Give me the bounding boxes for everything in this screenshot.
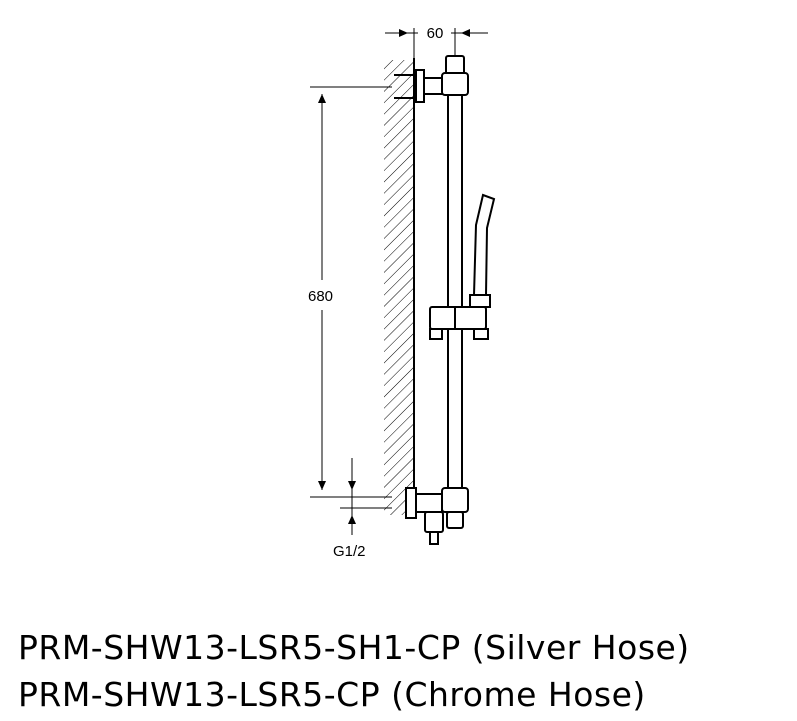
wall [384,58,415,517]
dimension-thread [340,458,392,535]
dimension-height-label: 680 [308,288,333,305]
handshower [469,193,496,308]
dimension-width-label: 60 [427,25,444,42]
bottom-wall-bracket [405,487,469,545]
dimension-thread-label: G1/2 [333,543,366,560]
product-caption-chrome-hose: PRM-SHW13-LSR5-CP (Chrome Hose) [18,675,646,714]
slide-rail [447,94,463,496]
top-wall-bracket [394,55,469,103]
dimension-width [385,28,488,60]
product-caption-silver-hose: PRM-SHW13-LSR5-SH1-CP (Silver Hose) [18,628,690,667]
technical-drawing: 60 680 G1/2 [308,25,496,560]
sliding-holder [429,306,489,340]
